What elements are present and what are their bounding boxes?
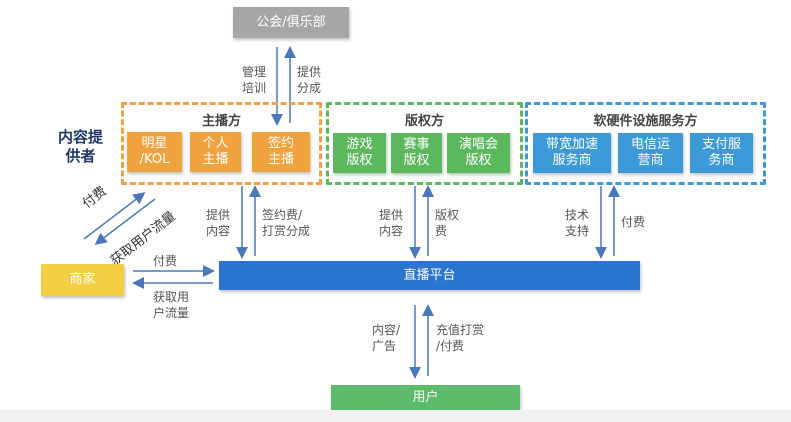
label-merchant-to-platform: 付费	[153, 254, 178, 268]
label-anchor-down: 提供 内容	[206, 208, 231, 238]
label-infra-up: 付费	[621, 215, 646, 229]
anchor-group-title: 主播方	[201, 114, 241, 129]
anchor-item-kol[interactable]: 明星 /KOL	[127, 132, 182, 172]
guild-box[interactable]: 公会/俱乐部	[233, 7, 349, 38]
copyright-item-game[interactable]: 游戏 版权	[333, 133, 386, 173]
merchant-box[interactable]: 商家	[41, 264, 124, 296]
content-provider-title: 内容提 供者	[58, 128, 104, 165]
user-box[interactable]: 用户	[331, 385, 520, 410]
label-copyright-up: 版权 费	[435, 208, 460, 238]
copyright-group-title: 版权方	[404, 114, 444, 129]
platform-label: 直播平台	[403, 267, 456, 283]
label-platform-to-merchant: 获取用 户流量	[153, 290, 190, 320]
infra-group-title: 软硬件设施服务方	[593, 114, 698, 129]
label-user-to-platform: 充值打赏 /付费	[436, 323, 485, 353]
infra-item-payment[interactable]: 支付服 务商	[690, 133, 753, 173]
arrow-merchant-to-provider	[83, 192, 146, 240]
infra-item-bandwidth[interactable]: 带宽加速 服务商	[533, 133, 611, 173]
label-guild-up: 提供 分成	[297, 65, 322, 95]
footer-band	[0, 410, 791, 422]
infra-item-telecom[interactable]: 电信运 营商	[618, 133, 683, 173]
infra-group	[525, 102, 766, 185]
anchor-group	[121, 102, 322, 185]
arrow-provider-to-merchant	[94, 198, 156, 245]
platform-bar[interactable]: 直播平台	[219, 261, 640, 290]
guild-label: 公会/俱乐部	[256, 14, 326, 30]
anchor-item-individual[interactable]: 个人 主播	[190, 132, 241, 172]
anchor-item-signed[interactable]: 签约 主播	[252, 132, 310, 172]
copyright-item-concert[interactable]: 演唱会 版权	[447, 133, 510, 173]
copyright-item-event[interactable]: 赛事 版权	[391, 133, 442, 173]
label-platform-to-user: 内容/ 广告	[372, 323, 401, 353]
merchant-label: 商家	[69, 272, 96, 288]
user-label: 用户	[412, 389, 439, 405]
label-copyright-down: 提供 内容	[379, 208, 404, 238]
label-anchor-up: 签约费/ 打赏分成	[262, 208, 311, 238]
label-guild-down: 管理 培训	[242, 65, 267, 95]
copyright-group	[326, 102, 523, 185]
label-infra-down: 技术 支持	[565, 208, 590, 238]
